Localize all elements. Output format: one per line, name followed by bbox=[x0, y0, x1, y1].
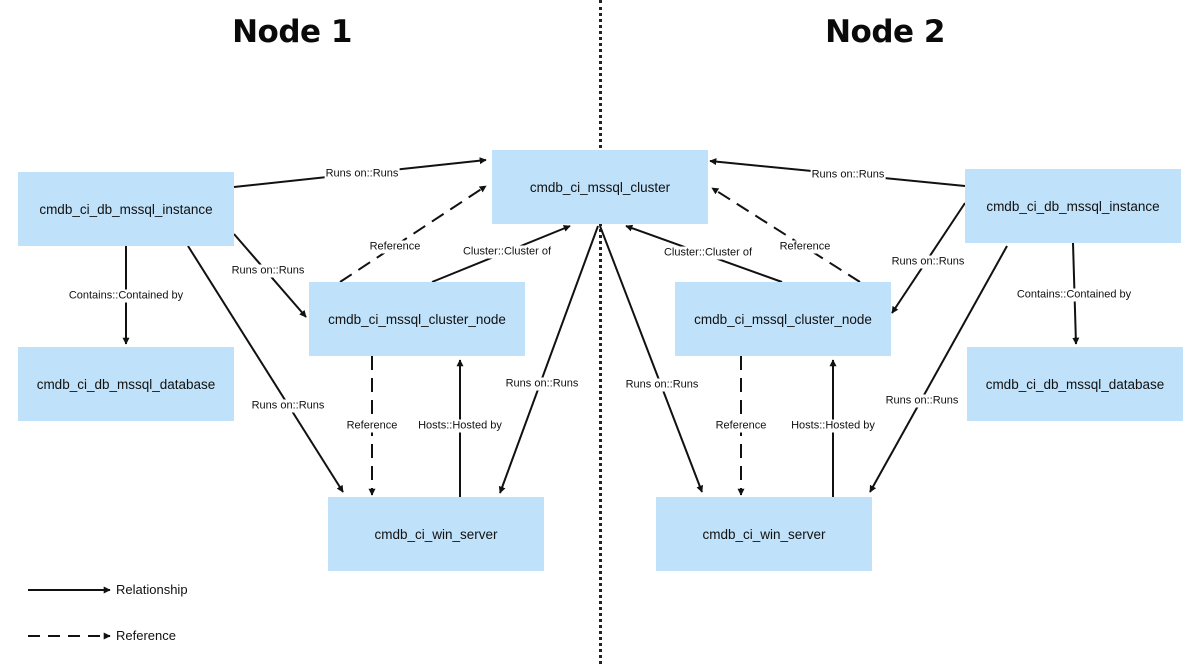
node-instance-2[interactable]: cmdb_ci_db_mssql_instance bbox=[965, 169, 1181, 243]
edge-label: Runs on::Runs bbox=[324, 167, 400, 181]
edge-label: Reference bbox=[368, 240, 422, 254]
legend-symbols bbox=[28, 586, 111, 640]
node-cluster-node-2-label: cmdb_ci_mssql_cluster_node bbox=[694, 311, 872, 327]
node-win-server-2-label: cmdb_ci_win_server bbox=[702, 526, 826, 542]
node-cluster-node-1-label: cmdb_ci_mssql_cluster_node bbox=[328, 311, 506, 327]
node-2-title: Node 2 bbox=[825, 14, 945, 50]
edge-label: Hosts::Hosted by bbox=[417, 419, 503, 433]
node-cluster-node-1[interactable]: cmdb_ci_mssql_cluster_node bbox=[309, 282, 525, 356]
node-cluster-label: cmdb_ci_mssql_cluster bbox=[529, 179, 671, 195]
edge-label: Runs on::Runs bbox=[890, 255, 966, 269]
edge-label: Reference bbox=[714, 419, 768, 433]
node-cluster[interactable]: cmdb_ci_mssql_cluster bbox=[492, 150, 708, 224]
node-divider bbox=[599, 0, 602, 664]
node-database-2-label: cmdb_ci_db_mssql_database bbox=[985, 376, 1165, 392]
node-cluster-node-2[interactable]: cmdb_ci_mssql_cluster_node bbox=[675, 282, 891, 356]
edge-label: Runs on::Runs bbox=[624, 378, 700, 392]
node-database-1[interactable]: cmdb_ci_db_mssql_database bbox=[18, 347, 234, 421]
edge-label: Cluster::Cluster of bbox=[461, 245, 553, 259]
edge-label: Runs on::Runs bbox=[504, 377, 580, 391]
edge-label: Runs on::Runs bbox=[230, 264, 306, 278]
edge-instance1-to-winServer1-relationship bbox=[187, 245, 344, 493]
legend-relationship-label: Relationship bbox=[116, 582, 188, 597]
edge-clusterNode2-to-cluster-reference bbox=[711, 187, 861, 283]
edge-clusterNode1-to-cluster-reference bbox=[339, 185, 487, 283]
edge-label: Cluster::Cluster of bbox=[662, 246, 754, 260]
node-win-server-1[interactable]: cmdb_ci_win_server bbox=[328, 497, 544, 571]
edge-label: Contains::Contained by bbox=[1015, 288, 1133, 302]
node-database-2[interactable]: cmdb_ci_db_mssql_database bbox=[967, 347, 1183, 421]
node-database-1-label: cmdb_ci_db_mssql_database bbox=[36, 376, 216, 392]
edge-label: Runs on::Runs bbox=[810, 168, 886, 182]
edge-cluster-to-winServer2-relationship bbox=[599, 225, 704, 493]
edge-label: Reference bbox=[778, 240, 832, 254]
edge-label: Contains::Contained by bbox=[67, 289, 185, 303]
edge-instance2-to-winServer2-relationship bbox=[869, 245, 1008, 493]
edge-cluster-to-winServer1-relationship bbox=[498, 225, 599, 494]
node-win-server-1-label: cmdb_ci_win_server bbox=[374, 526, 498, 542]
node-instance-1[interactable]: cmdb_ci_db_mssql_instance bbox=[18, 172, 234, 246]
node-instance-1-label: cmdb_ci_db_mssql_instance bbox=[39, 201, 213, 217]
node-1-title: Node 1 bbox=[232, 14, 352, 50]
edge-label: Hosts::Hosted by bbox=[790, 419, 876, 433]
edge-label: Runs on::Runs bbox=[884, 394, 960, 408]
legend-reference-label: Reference bbox=[116, 628, 176, 643]
edge-label: Reference bbox=[345, 419, 399, 433]
edge-label: Runs on::Runs bbox=[250, 399, 326, 413]
node-instance-2-label: cmdb_ci_db_mssql_instance bbox=[986, 198, 1160, 214]
node-win-server-2[interactable]: cmdb_ci_win_server bbox=[656, 497, 872, 571]
